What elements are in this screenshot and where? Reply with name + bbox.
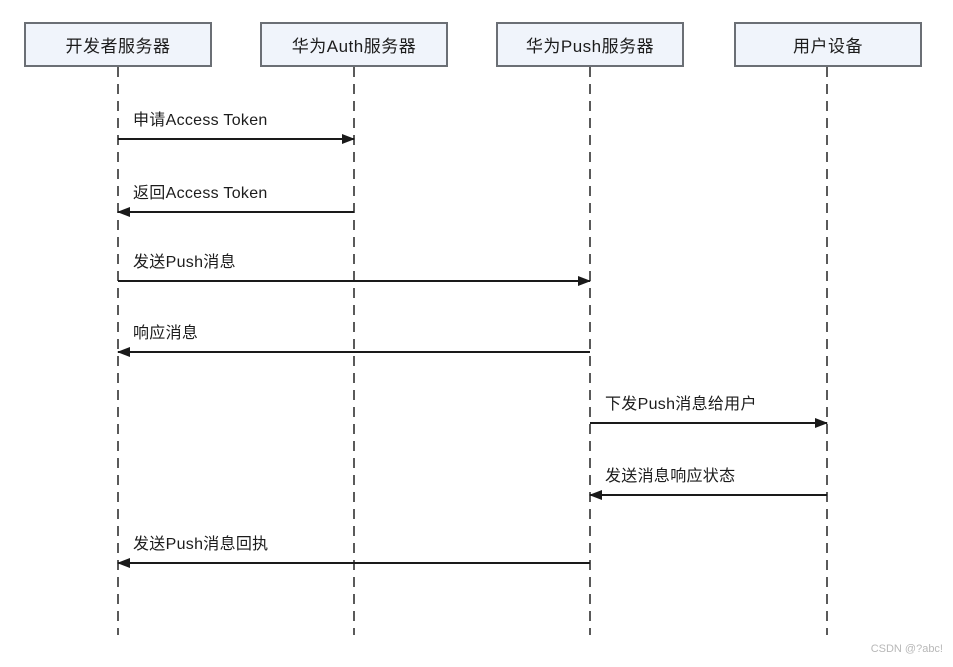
actor-label: 用户设备 <box>793 37 863 56</box>
message-label: 下发Push消息给用户 <box>605 396 757 413</box>
actor-label: 开发者服务器 <box>65 37 171 56</box>
actor-huawei-auth-server: 华为Auth服务器 <box>260 22 448 67</box>
arrow-left-line <box>590 494 827 496</box>
lifeline-huawei-push-server <box>589 67 591 635</box>
actor-developer-server: 开发者服务器 <box>24 22 212 67</box>
message-label: 返回Access Token <box>133 185 268 202</box>
csdn-watermark: CSDN @?abc! <box>870 643 943 655</box>
actor-label: 华为Auth服务器 <box>291 37 417 56</box>
actor-huawei-push-server: 华为Push服务器 <box>496 22 684 67</box>
arrow-left-line <box>118 351 590 353</box>
actor-label: 华为Push服务器 <box>525 37 655 56</box>
message-label: 响应消息 <box>133 325 199 342</box>
arrow-right-line <box>590 422 827 424</box>
actor-user-device: 用户设备 <box>734 22 922 67</box>
arrow-right-line <box>118 280 590 282</box>
message-label: 申请Access Token <box>133 112 268 129</box>
lifeline-user-device <box>826 67 828 635</box>
message-label: 发送Push消息 <box>133 254 236 271</box>
message-label: 发送消息响应状态 <box>605 468 736 485</box>
arrow-right-line <box>118 138 354 140</box>
message-label: 发送Push消息回执 <box>133 536 269 553</box>
arrow-left-line <box>118 211 354 213</box>
arrow-left-line <box>118 562 590 564</box>
